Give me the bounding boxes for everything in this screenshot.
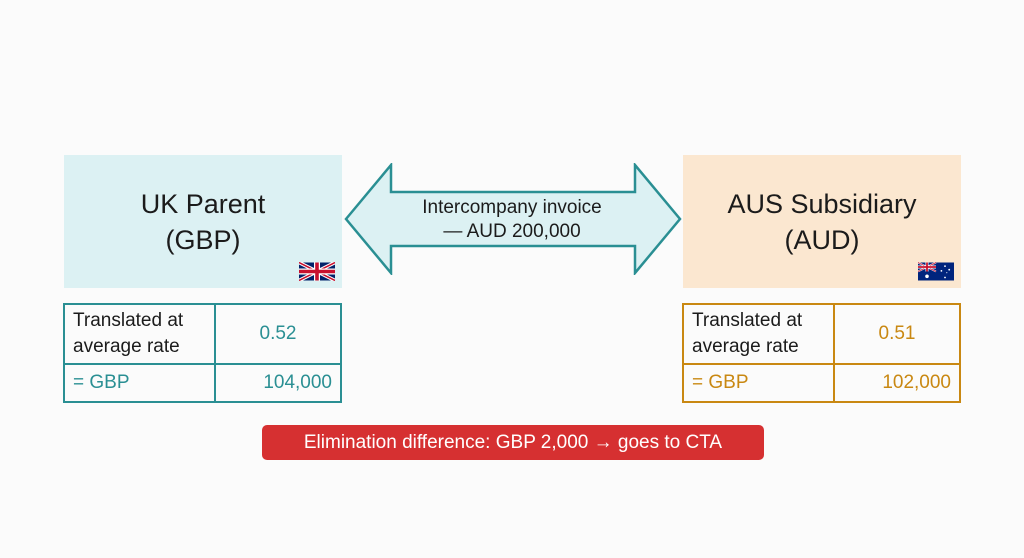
uk-gbp-amount: 104,000 (214, 363, 342, 403)
uk-parent-name: UK Parent (140, 188, 266, 219)
aus-subsidiary-box: AUS Subsidiary (AUD) (683, 155, 961, 288)
invoice-line-2: — AUD 200,000 (443, 221, 581, 242)
uk-parent-currency: (GBP) (165, 224, 241, 255)
uk-average-rate: 0.52 (214, 303, 342, 365)
uk-gbp-label: = GBP (63, 363, 216, 403)
aus-translation-table: Translated at average rate 0.51 = GBP 10… (682, 303, 961, 403)
aus-subsidiary-currency: (AUD) (784, 224, 860, 255)
aus-average-rate: 0.51 (833, 303, 961, 365)
aus-translated-label: Translated at average rate (682, 303, 835, 365)
intercompany-invoice-label: Intercompany invoice — AUD 200,000 (384, 196, 640, 244)
double-arrow-icon (344, 163, 682, 275)
aus-gbp-amount: 102,000 (833, 363, 961, 403)
invoice-line-1: Intercompany invoice (422, 197, 602, 218)
uk-parent-box: UK Parent (GBP) (64, 155, 342, 288)
australia-flag-icon (918, 262, 954, 281)
aus-gbp-label: = GBP (682, 363, 835, 403)
uk-translated-label: Translated at average rate (63, 303, 216, 365)
uk-translation-table: Translated at average rate 0.52 = GBP 10… (63, 303, 342, 403)
aus-subsidiary-name: AUS Subsidiary (727, 188, 917, 219)
uk-flag-icon (299, 262, 335, 281)
elimination-difference-banner: Elimination difference: GBP 2,000 → goes… (262, 425, 764, 460)
